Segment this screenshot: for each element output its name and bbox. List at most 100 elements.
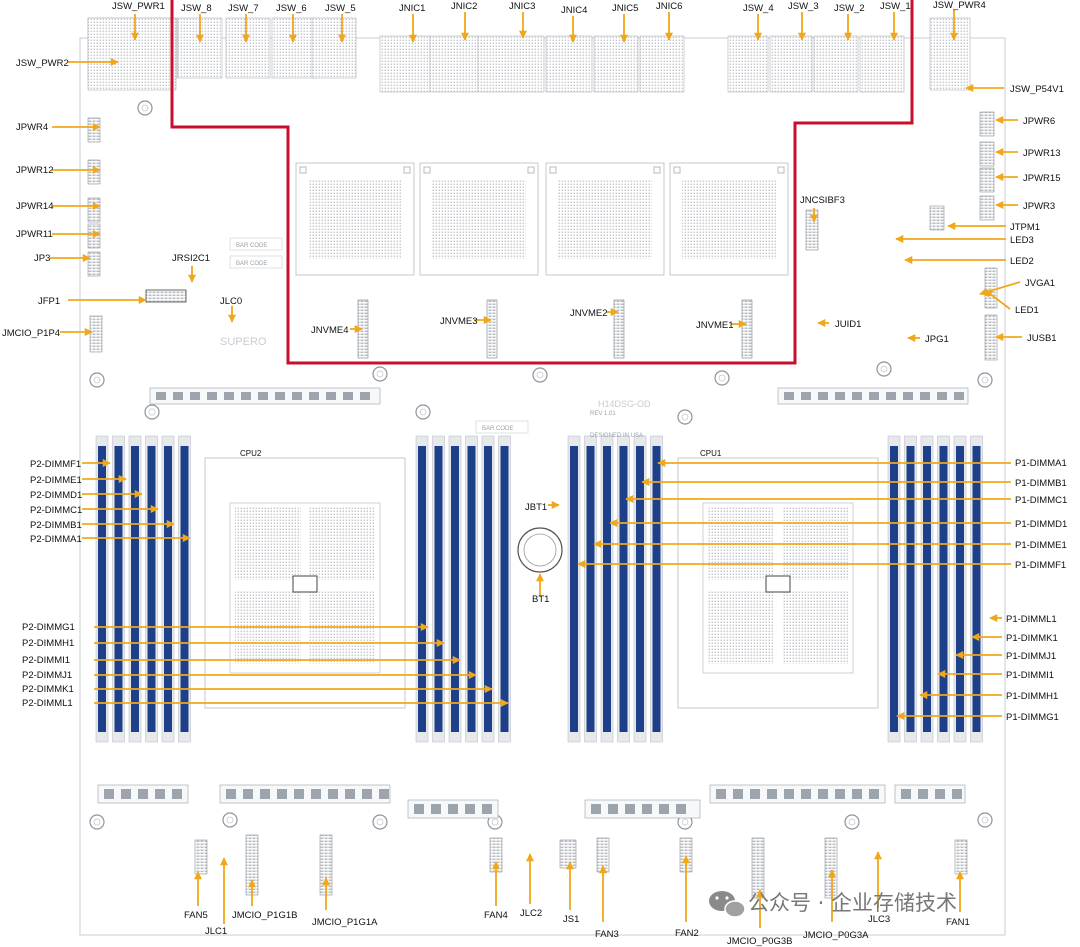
label-p1-dimmb1: P1-DIMMB1 (1015, 478, 1067, 489)
label-jmcio-p1p4: JMCIO_P1P4 (2, 328, 60, 339)
label-jsw-3: JSW_3 (788, 1, 819, 12)
strip-pin (343, 392, 353, 400)
strip-pin (784, 789, 794, 799)
board-model: H14DSG-OD (598, 399, 651, 409)
mount (527, 166, 535, 174)
mounting-hole (372, 814, 388, 830)
strip-pin (801, 392, 811, 400)
label-jsw-1: JSW_1 (880, 1, 911, 12)
brand-logo: SUPERO (220, 336, 267, 348)
label-jsw-8: JSW_8 (181, 3, 212, 14)
strip-pin (326, 392, 336, 400)
label-jpwr14: JPWR14 (16, 201, 53, 212)
strip-pin (414, 804, 424, 814)
gpu-socket-pins (682, 179, 776, 259)
strip-pin (224, 392, 234, 400)
label-p1-dimmj1: P1-DIMMJ1 (1006, 651, 1056, 662)
cpu-pins (309, 506, 375, 580)
strip-pin (448, 804, 458, 814)
label-jsw-6: JSW_6 (276, 3, 307, 14)
callout-arrows (50, 10, 1022, 928)
label-jnvme3: JNVME3 (440, 316, 477, 327)
cpu-pins (708, 506, 774, 580)
dimm-slot (906, 446, 915, 732)
mount (403, 166, 411, 174)
mounting-hole-inner (718, 374, 726, 382)
mounting-hole-inner (981, 816, 989, 824)
battery (517, 527, 563, 573)
highlight-box (170, 0, 914, 365)
battery-inner (523, 533, 557, 567)
dimm-slot (570, 446, 578, 732)
label-p1-dimml1: P1-DIMML1 (1006, 614, 1057, 625)
pwr-connector (87, 17, 177, 91)
barcode-box (229, 237, 283, 251)
strip-pin (750, 789, 760, 799)
power-header (87, 159, 101, 185)
label-p2-dimmg1: P2-DIMMG1 (22, 622, 75, 633)
designed-in-text: DESIGNED IN USA (590, 433, 643, 439)
label-jbt1: JBT1 (525, 502, 547, 513)
strip-pin (294, 789, 304, 799)
power-header (979, 111, 995, 137)
label-jsw-p54v1: JSW_P54V1 (1010, 84, 1064, 95)
label-p1-dimme1: P1-DIMME1 (1015, 540, 1067, 551)
mounting-hole-inner (93, 818, 101, 826)
dimm-slot (164, 446, 172, 732)
label-bt1: BT1 (532, 594, 549, 605)
label-jsw-2: JSW_2 (834, 3, 865, 14)
label-p1-dimmi1: P1-DIMMI1 (1006, 670, 1054, 681)
strip-pin (345, 789, 355, 799)
strip-pin (155, 789, 165, 799)
dimm-slot (418, 446, 426, 732)
top-connector (311, 17, 357, 79)
strip-pin (659, 804, 669, 814)
nvme-slot (741, 299, 753, 359)
label-led3: LED3 (1010, 235, 1034, 246)
label-jlc0: JLC0 (220, 296, 242, 307)
strip-pin (733, 789, 743, 799)
label-jpwr3: JPWR3 (1023, 201, 1055, 212)
label-fan4: FAN4 (484, 910, 508, 921)
power-header (979, 195, 995, 221)
strip-pin (465, 804, 475, 814)
label-jrsi2c1: JRSI2C1 (172, 253, 210, 264)
fan-header (954, 839, 968, 875)
power-header (87, 223, 101, 249)
label-jtpm1: JTPM1 (1010, 222, 1040, 233)
strip-pin (226, 789, 236, 799)
dimm-slot (180, 446, 189, 732)
mount (653, 166, 661, 174)
strip-pin (431, 804, 441, 814)
strip-pin (275, 392, 285, 400)
label-jnic4: JNIC4 (561, 5, 587, 16)
label-fan3: FAN3 (595, 929, 619, 940)
strip-pin (172, 789, 182, 799)
strip-pin (818, 789, 828, 799)
power-strip (894, 784, 966, 804)
top-connector (593, 35, 639, 93)
label-jmcio-p0g3b: JMCIO_P0G3B (727, 936, 792, 947)
top-connector (477, 35, 545, 93)
callout-arrow (984, 289, 1011, 310)
strip-pin (784, 392, 794, 400)
label-p2-dimmf1: P2-DIMMF1 (30, 459, 81, 470)
label-jmcio-p1g1a: JMCIO_P1G1A (312, 917, 378, 928)
label-jmcio-p1g1b: JMCIO_P1G1B (232, 910, 297, 921)
label-fan5: FAN5 (184, 910, 208, 921)
label-p2-dimmd1: P2-DIMMD1 (30, 490, 82, 501)
power-header (979, 141, 995, 167)
gpu-socket-pins (308, 179, 402, 259)
cpu-center (292, 575, 318, 593)
label-p1-dimmg1: P1-DIMMG1 (1006, 712, 1059, 723)
label-fan2: FAN2 (675, 928, 699, 939)
label-jnic3: JNIC3 (509, 1, 535, 12)
label-p1-dimma1: P1-DIMMA1 (1015, 458, 1067, 469)
mounting-hole (144, 404, 160, 420)
nvme-slot (613, 299, 625, 359)
label-led1: LED1 (1015, 305, 1039, 316)
mounting-hole (532, 367, 548, 383)
gpu-socket-pins (558, 179, 652, 259)
dimm-slot (603, 446, 611, 732)
